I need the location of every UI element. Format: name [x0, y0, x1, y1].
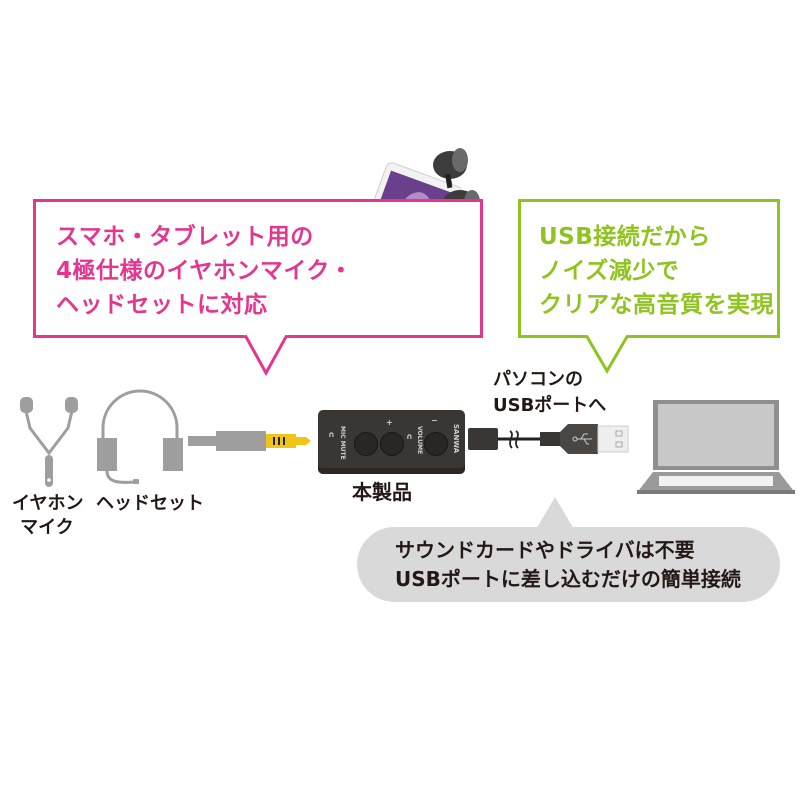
usb-target-label: パソコンの USBポートへ — [493, 367, 606, 419]
headset-icon — [97, 389, 183, 484]
easy-connect-line-2: USBポートに差し込むだけの簡単接続 — [395, 567, 741, 591]
earphone-mic-label-line-2: マイク — [20, 517, 74, 538]
headset-label: ヘッドセット — [96, 493, 204, 514]
headphone-symbol-icon: ∩ — [328, 430, 335, 439]
headphone-symbol-icon-2: ∩ — [406, 432, 413, 441]
sound-quality-callout: USB接続だから ノイズ減少で クリアな高音質を実現 — [518, 199, 780, 338]
mic-mute-button — [354, 432, 378, 456]
compatibility-line-2: 4極仕様のイヤホンマイク・ — [56, 258, 353, 284]
volume-up-button — [380, 432, 404, 456]
compatibility-callout: スマホ・タブレット用の 4極仕様のイヤホンマイク・ ヘッドセットに対応 — [33, 199, 483, 338]
usb-target-line-1: パソコンの — [493, 369, 583, 390]
gray-callout-tail — [535, 497, 575, 531]
earphone-mic-label: イヤホン マイク — [12, 492, 84, 540]
usb-audio-adapter: ∩ MIC MUTE + ∩ VOLUME − SANWA — [318, 410, 465, 474]
green-callout-tail — [585, 335, 629, 374]
laptop-icon — [637, 400, 795, 494]
compatibility-line-1: スマホ・タブレット用の — [56, 224, 314, 250]
easy-connect-callout: サウンドカードやドライバは不要 USBポートに差し込むだけの簡単接続 — [357, 527, 780, 602]
sound-quality-line-2: ノイズ減少で — [539, 258, 680, 284]
mic-mute-label: MIC MUTE — [339, 426, 346, 460]
compatibility-line-3: ヘッドセットに対応 — [56, 292, 268, 318]
volume-plus-label: + — [386, 418, 393, 427]
brand-logo: SANWA — [452, 424, 460, 454]
pink-callout-tail — [244, 335, 288, 377]
volume-minus-label: − — [431, 416, 438, 425]
earphone-mic-label-line-1: イヤホン — [12, 493, 84, 514]
volume-down-button — [424, 432, 448, 456]
audio-plug-icon — [188, 431, 311, 451]
usb-target-line-2: USBポートへ — [493, 395, 607, 416]
sound-quality-line-3: クリアな高音質を実現 — [539, 292, 774, 318]
earphone-mic-icon — [20, 397, 78, 487]
usb-cable-icon — [468, 424, 629, 454]
easy-connect-line-1: サウンドカードやドライバは不要 — [395, 538, 695, 562]
volume-label: VOLUME — [416, 426, 423, 455]
sound-quality-line-1: USB接続だから — [539, 224, 711, 250]
product-label: 本製品 — [352, 480, 412, 504]
